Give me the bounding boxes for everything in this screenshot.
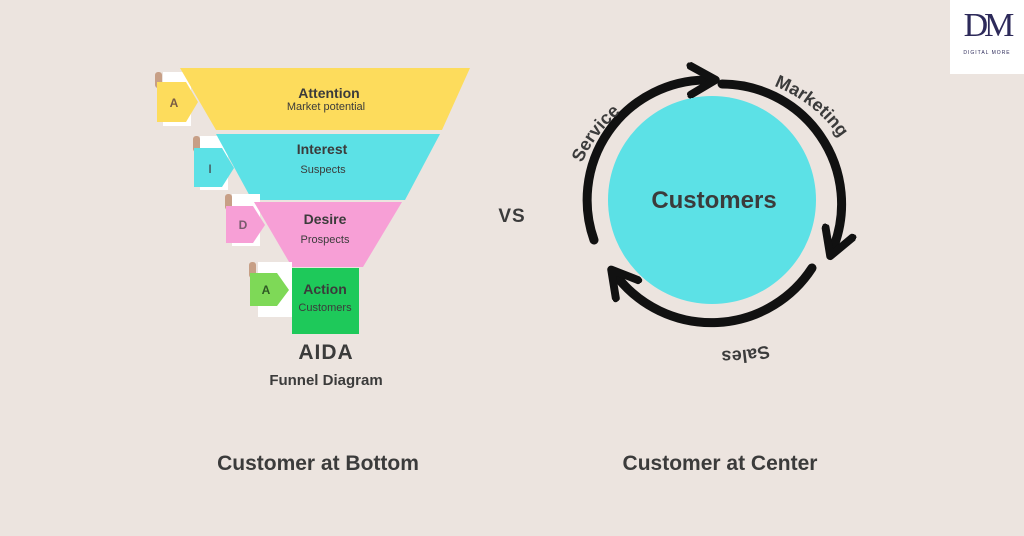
funnel-band-desire [254, 202, 402, 267]
stage-tab-interest [194, 148, 234, 187]
stage-subtitle-action: Customers [298, 302, 352, 314]
logo: DM DIGITAL MORE [950, 0, 1024, 74]
stage-tab-action [250, 273, 289, 306]
stage-letter-desire: D [239, 218, 248, 232]
funnel-caption: Customer at Bottom [217, 452, 419, 475]
funnel-stage-interest: I Interest Suspects [193, 134, 440, 200]
stage-subtitle-desire: Prospects [301, 234, 350, 246]
logo-mark: DM [963, 7, 1015, 44]
funnel-title: AIDA [298, 341, 353, 364]
cycle-center-label: Customers [651, 187, 776, 214]
stage-subtitle-attention: Market potential [287, 101, 365, 113]
logo-text: DIGITAL MORE [963, 50, 1011, 56]
funnel-band-interest [216, 134, 440, 200]
funnel-band-action [292, 268, 359, 334]
vs-label: VS [498, 206, 525, 227]
stage-letter-interest: I [208, 162, 211, 176]
stage-title-action: Action [303, 281, 347, 297]
customer-cycle: Customers Service Marketing Sales [568, 71, 853, 367]
funnel-stage-action: A Action Customers [249, 262, 359, 334]
customers-circle [608, 96, 816, 304]
stage-title-interest: Interest [297, 141, 348, 157]
stage-tab-attention [157, 82, 198, 122]
stage-subtitle-interest: Suspects [300, 164, 346, 176]
cycle-arc-bottom [618, 263, 817, 328]
stage-letter-attention: A [170, 96, 179, 110]
funnel-stage-attention: A Attention Market potential [155, 68, 470, 130]
arc-label-sales: Sales [721, 341, 772, 367]
aida-funnel: A Attention Market potential I Interest … [155, 68, 470, 389]
stage-letter-action: A [262, 283, 271, 297]
cycle-caption: Customer at Center [622, 452, 818, 475]
stage-tab-desire [226, 206, 265, 243]
stage-title-desire: Desire [304, 211, 347, 227]
cycle-arc-top [582, 80, 705, 245]
stage-title-attention: Attention [298, 85, 359, 101]
funnel-stage-desire: D Desire Prospects [225, 194, 402, 267]
funnel-band-attention [180, 68, 470, 130]
cycle-arc-right [717, 79, 842, 246]
funnel-subtitle: Funnel Diagram [269, 372, 382, 389]
